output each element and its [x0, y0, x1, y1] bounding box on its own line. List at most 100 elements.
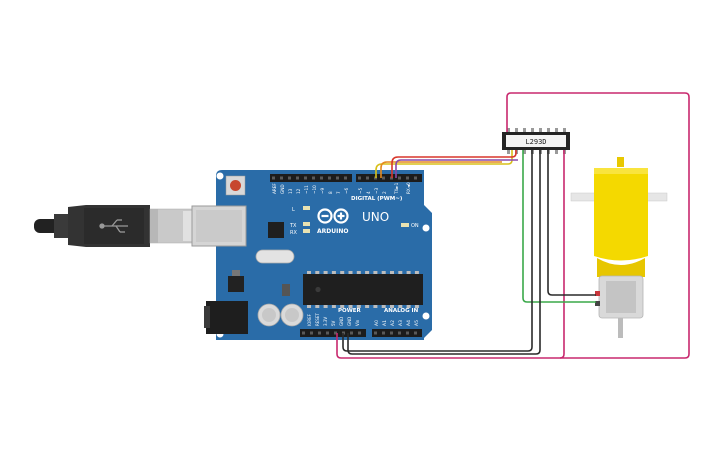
header-pin-hole[interactable]	[406, 176, 409, 180]
power-pin-label: RESET	[315, 313, 320, 326]
header-pin-hole[interactable]	[358, 331, 361, 335]
header-pin-hole[interactable]	[280, 176, 283, 180]
ic-pin	[373, 271, 378, 274]
header-pin-hole[interactable]	[414, 331, 417, 335]
analog-pin-label: A1	[382, 320, 388, 326]
header-pin-hole[interactable]	[374, 331, 377, 335]
header-pin-hole[interactable]	[336, 176, 339, 180]
header-pin-hole[interactable]	[350, 331, 353, 335]
digital-pin-label: 7	[336, 191, 341, 194]
analog-pin-label: A2	[390, 320, 396, 326]
header-pin-hole[interactable]	[382, 176, 385, 180]
ic-pin	[381, 271, 386, 274]
power-pin-label: GND	[347, 317, 352, 326]
capacitor	[280, 303, 304, 327]
ic-pin	[307, 305, 311, 308]
digital-pin-label: 13	[288, 188, 293, 194]
motor-output-shaft	[618, 318, 623, 338]
chip-label: L293D	[525, 138, 546, 146]
digital-pin-label: 12	[296, 188, 301, 194]
header-pin-hole[interactable]	[302, 331, 305, 335]
on-led-label: ON	[411, 223, 419, 229]
brand-label: ARDUINO	[317, 228, 348, 235]
mounting-hole	[216, 172, 224, 180]
wire-yellow-signal[interactable]	[375, 150, 513, 178]
ic-pin	[406, 305, 411, 308]
header-pin-hole[interactable]	[320, 176, 323, 180]
digital-pin-label: ~9	[320, 187, 325, 194]
power-pin-label: 3.3V	[323, 317, 328, 326]
power-pin-label: GND	[339, 317, 344, 326]
chip-pin	[523, 150, 526, 154]
wire-green-motor[interactable]	[522, 150, 596, 303]
ic-pin	[323, 305, 328, 308]
header-pin-hole[interactable]	[310, 331, 313, 335]
chip-pin	[515, 128, 518, 132]
power-header-label: POWER	[338, 308, 362, 314]
power-pin-label: 5V	[331, 320, 336, 326]
wire-magenta-power[interactable]	[336, 92, 690, 359]
header-pin-hole[interactable]	[344, 176, 347, 180]
header-pin-hole[interactable]	[382, 331, 385, 335]
header-pin-hole[interactable]	[398, 331, 401, 335]
header-pin-hole[interactable]	[326, 331, 329, 335]
wire-orange-signal[interactable]	[380, 161, 502, 178]
header-pin-hole[interactable]	[304, 176, 307, 180]
dc-gear-motor[interactable]	[570, 157, 668, 338]
ic-pin	[365, 305, 370, 308]
header-pin-hole[interactable]	[414, 176, 417, 180]
wire-black-motor[interactable]	[547, 150, 596, 296]
header-pin-hole[interactable]	[296, 176, 299, 180]
motor-terminal	[595, 291, 600, 296]
chip-pin	[539, 128, 542, 132]
ic-pin	[331, 271, 336, 274]
chip-pin	[507, 150, 510, 154]
arduino-uno-board[interactable]: L TX RX ON ARDUINO UNO DIGITAL (PWM~) PO…	[191, 170, 432, 340]
usb-icon	[99, 219, 128, 233]
digital-pin-label: TX►1	[394, 182, 399, 195]
wire-red-signal[interactable]	[391, 150, 517, 178]
l293d-driver-chip[interactable]: L293D	[502, 128, 570, 154]
ic-pin	[323, 271, 328, 274]
chip-pin	[547, 128, 550, 132]
analog-pin-label: A3	[398, 320, 404, 326]
header-pin-hole[interactable]	[328, 176, 331, 180]
header-pin-hole[interactable]	[288, 176, 291, 180]
usb-cable[interactable]	[34, 205, 193, 247]
wire-black-gnd-1[interactable]	[342, 150, 533, 352]
header-pin-hole[interactable]	[358, 176, 361, 180]
wire-magenta-vcc[interactable]	[559, 150, 565, 359]
ic-pin	[348, 305, 353, 308]
header-pin-hole[interactable]	[366, 176, 369, 180]
led-tx	[303, 222, 310, 226]
header-pin-hole[interactable]	[398, 176, 401, 180]
ic-pin	[406, 271, 411, 274]
digital-pin-label: ~11	[304, 185, 309, 194]
ic-pin	[381, 305, 386, 308]
ic-pin	[331, 305, 336, 308]
wire-black-gnd-2[interactable]	[347, 150, 541, 355]
ic-pin	[315, 305, 320, 308]
mounting-hole	[422, 224, 430, 232]
ic-pin	[398, 305, 403, 308]
digital-pin-label: ~10	[312, 185, 317, 194]
header-pin-hole[interactable]	[272, 176, 275, 180]
header-pin-hole[interactable]	[334, 331, 337, 335]
wire-purple-signal[interactable]	[395, 159, 518, 178]
analog-pin-label: A4	[406, 320, 412, 326]
analog-pin-label: A5	[414, 320, 420, 326]
header-pin-hole[interactable]	[318, 331, 321, 335]
mounting-hole	[422, 312, 430, 320]
reset-button[interactable]	[225, 175, 246, 196]
chip-pin	[531, 128, 534, 132]
digital-pin-label: AREF	[272, 183, 277, 194]
header-pin-hole[interactable]	[390, 331, 393, 335]
ic-pin	[315, 271, 320, 274]
digital-pin-label: 4	[366, 191, 371, 194]
header-pin-hole[interactable]	[406, 331, 409, 335]
header-pin-hole[interactable]	[312, 176, 315, 180]
digital-header-right	[356, 174, 422, 182]
ic-pin	[307, 271, 311, 274]
voltage-regulator	[228, 270, 244, 292]
